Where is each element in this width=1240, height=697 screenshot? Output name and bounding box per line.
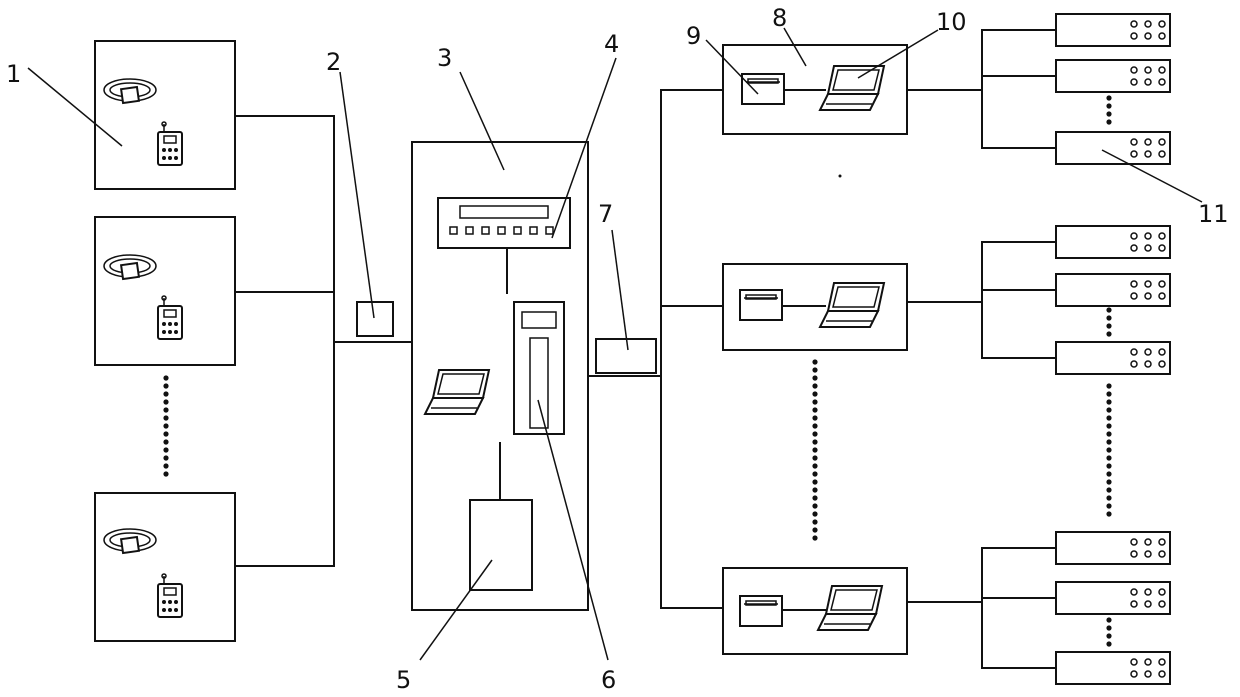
wearable-unit-top [95,41,235,189]
label-3: 3 [437,44,452,72]
label-11: 11 [1198,200,1229,228]
wearable-unit-middle [95,217,235,365]
middle-ellipsis-dots [812,359,817,540]
server-tower-icon [514,302,564,434]
display-unit-icon [438,198,570,248]
terminal-device-icon [1056,582,1170,614]
right-terminal-wiring [907,30,1056,668]
label-10: 10 [936,8,967,36]
terminal-device-icon [1056,532,1170,564]
terminal-device-icon [1056,342,1170,374]
label-7: 7 [598,200,613,228]
terminal-device-icon [1056,274,1170,306]
workstation-group-bottom [723,568,907,654]
printer-icon [742,74,784,104]
workstation-group-top [723,45,907,134]
receiver-box [357,302,393,336]
printer-icon [740,596,782,626]
terminal-device-icon [1056,132,1170,164]
label-1: 1 [6,60,21,88]
label-9: 9 [686,22,701,50]
workstation-group-middle [723,264,907,350]
label-8: 8 [772,4,787,32]
label-4: 4 [604,30,619,58]
printer-icon [740,290,782,320]
left-ellipsis-dots [163,375,168,476]
left-bus-wiring [235,116,412,566]
label-6: 6 [601,666,616,694]
terminal-devices [1056,14,1170,684]
terminal-device-icon [1056,226,1170,258]
switch-box [596,339,656,373]
wearable-unit-bottom [95,493,235,641]
label-2: 2 [326,48,341,76]
label-5: 5 [396,666,411,694]
terminal-device-icon [1056,60,1170,92]
terminal-device-icon [1056,652,1170,684]
terminal-device-icon [1056,14,1170,46]
